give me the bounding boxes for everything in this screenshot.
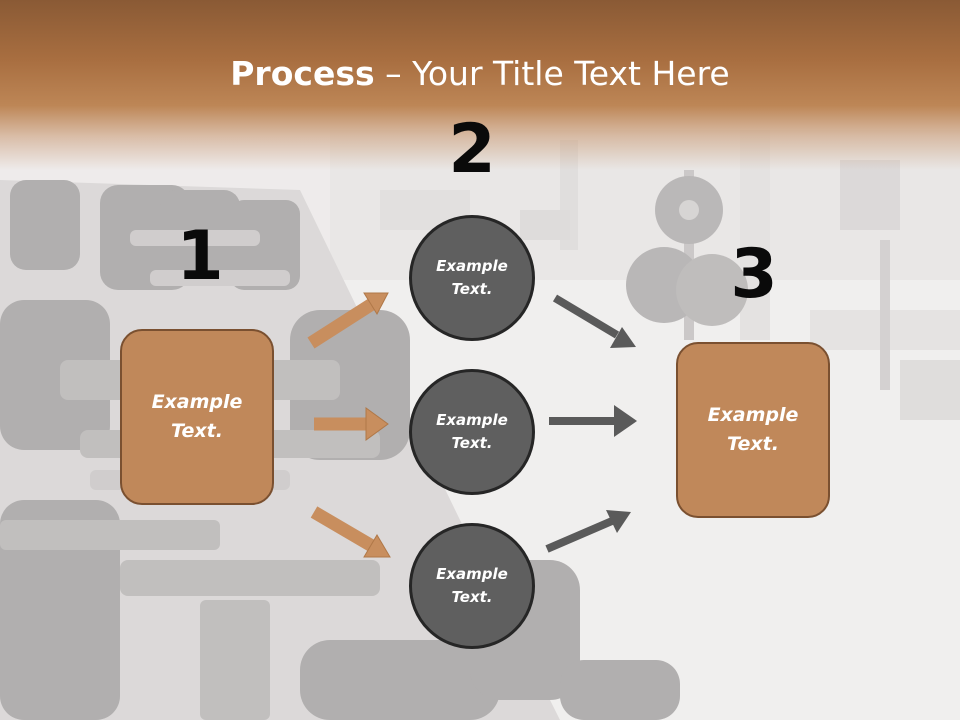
arrow-step1-to-2c <box>310 506 391 558</box>
arrow-step2c-to-3 <box>545 510 631 553</box>
arrow-step1-to-2a <box>307 292 389 349</box>
title-rest: Your Title Text Here <box>412 54 730 93</box>
step-number-3: 3 <box>730 235 778 314</box>
arrow-step2b-to-3 <box>549 405 637 437</box>
arrow-step2a-to-3 <box>552 294 636 348</box>
arrow-step1-to-2b <box>314 407 389 441</box>
slide-title: Process – Your Title Text Here <box>0 52 960 96</box>
title-banner <box>0 0 960 170</box>
title-bold: Process <box>230 54 375 93</box>
step-number-2: 2 <box>448 110 496 189</box>
title-separator: – <box>374 54 413 93</box>
step-number-1: 1 <box>176 217 224 296</box>
